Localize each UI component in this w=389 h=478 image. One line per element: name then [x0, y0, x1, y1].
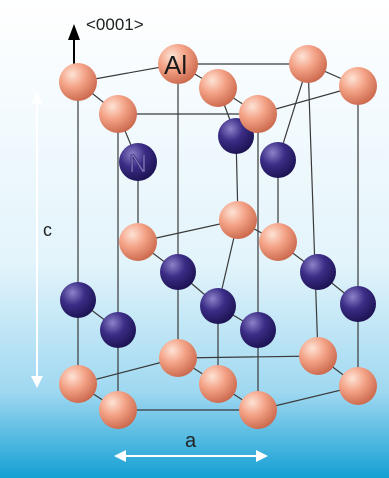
al-atom	[239, 95, 277, 133]
c-axis-label: c	[43, 220, 52, 240]
al-atom	[59, 63, 97, 101]
al-atom	[339, 67, 377, 105]
n-atom	[100, 312, 136, 348]
a-axis-label: a	[185, 430, 197, 452]
n-atom	[60, 282, 96, 318]
n-atom	[240, 312, 276, 348]
n-atom	[300, 254, 336, 290]
n-atom	[160, 254, 196, 290]
al-atom	[119, 223, 157, 261]
n-atom	[200, 288, 236, 324]
al-atom	[199, 365, 237, 403]
al-atom	[59, 365, 97, 403]
n-atom-labeled	[119, 143, 157, 181]
al-atom	[219, 201, 257, 239]
al-atom-label: Al	[164, 50, 187, 80]
n-atom-label: N	[129, 150, 147, 178]
n-atom	[340, 286, 376, 322]
al-atom	[99, 95, 137, 133]
al-atom	[159, 339, 197, 377]
al-atom	[99, 391, 137, 429]
aluminum-atoms	[59, 44, 377, 429]
n-atom	[260, 142, 296, 178]
al-atom	[299, 337, 337, 375]
direction-label: <0001>	[86, 15, 144, 34]
al-atom	[199, 69, 237, 107]
al-atom	[259, 223, 297, 261]
al-atom	[239, 391, 277, 429]
al-atom	[339, 367, 377, 405]
al-atom-labeled	[158, 44, 198, 84]
al-atom	[289, 45, 327, 83]
nitrogen-atoms	[60, 118, 376, 348]
